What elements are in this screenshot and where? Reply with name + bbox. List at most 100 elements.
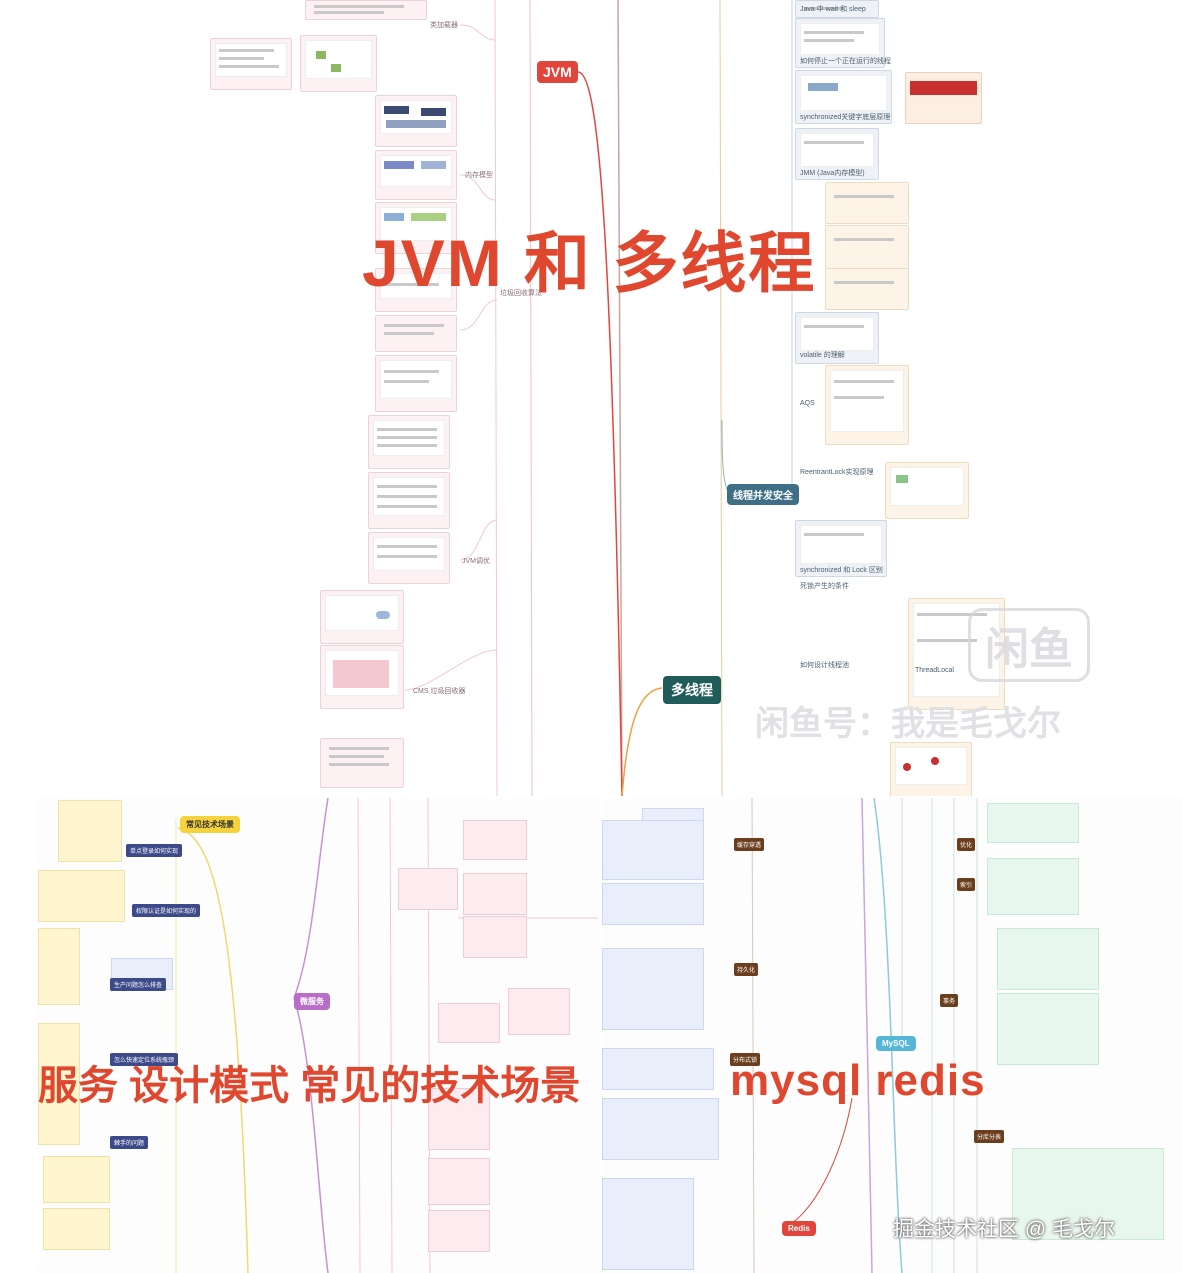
text-box	[997, 928, 1099, 990]
thumbnail	[795, 0, 879, 18]
text-box	[602, 1048, 714, 1090]
mysql-tag[interactable]: 事务	[940, 994, 959, 1007]
thumbnail	[890, 742, 972, 796]
thumbnail	[375, 95, 457, 147]
text-box	[602, 1178, 694, 1270]
thumbnail	[463, 916, 527, 958]
text-box	[987, 858, 1079, 915]
right-item-label: ReentrantLock实现原理	[800, 469, 874, 476]
thumbnail	[825, 365, 909, 445]
thumbnail	[320, 645, 404, 709]
thumbnail	[368, 415, 450, 469]
right-item-label: 死锁产生的条件	[800, 583, 849, 590]
right-item-label: JMM (Java内存模型)	[800, 170, 865, 177]
scenario-button[interactable]: 权限认证是如何实现的	[132, 904, 201, 917]
service-node[interactable]: 微服务	[294, 993, 330, 1010]
redis-node[interactable]: Redis	[782, 1221, 816, 1236]
text-box	[602, 883, 704, 925]
thumbnail	[38, 928, 80, 1005]
thumbnail	[795, 128, 879, 180]
mysql-tag[interactable]: 索引	[957, 878, 976, 891]
right-item-label: 如何设计线程池	[800, 662, 849, 669]
redis-tag[interactable]: 分布式锁	[730, 1053, 761, 1066]
text-box	[602, 820, 704, 880]
redis-tag[interactable]: 缓存穿透	[734, 838, 765, 851]
thumbnail	[438, 1003, 500, 1043]
thumbnail	[795, 520, 887, 577]
redis-tag[interactable]: 持久化	[734, 963, 759, 976]
mysql-tag[interactable]: 分库分表	[974, 1130, 1005, 1143]
left-item-label: 类加载器	[430, 22, 458, 29]
scenario-button[interactable]: 单点登录如何实现	[126, 844, 183, 857]
overlay-title: JVM 和 多线程	[362, 226, 817, 300]
scenario-button[interactable]: 生产问题怎么排查	[110, 978, 167, 991]
thumbnail	[825, 182, 909, 224]
left-item-label: CMS 垃圾回收器	[413, 688, 466, 695]
thumbnail	[368, 532, 450, 584]
scenario-button[interactable]: 怎么快速定位系统瓶颈	[110, 1053, 179, 1066]
text-box	[602, 1098, 719, 1160]
thumbnail	[375, 150, 457, 200]
tech-scenarios-node[interactable]: 常见技术场景	[180, 816, 240, 833]
watermark-id: 闲鱼号：我是毛戈尔	[755, 705, 1061, 743]
thumbnail	[463, 820, 527, 860]
right-item-label: ThreadLocal	[915, 667, 954, 674]
right-item-label: Java 中 wait 和 sleep	[800, 6, 866, 13]
thumbnail	[58, 800, 122, 862]
right-item-label: 如何停止一个正在运行的线程	[800, 58, 891, 65]
watermark-logo: 闲鱼	[968, 608, 1090, 682]
thumbnail	[210, 38, 292, 90]
thumbnail	[300, 35, 377, 92]
thumbnail	[320, 590, 404, 644]
thumbnail	[825, 268, 909, 310]
multithread-node[interactable]: 多线程	[663, 676, 721, 704]
thumbnail	[43, 1208, 110, 1250]
thumbnail	[905, 72, 982, 124]
thumbnail	[38, 870, 125, 922]
thumbnail	[375, 202, 457, 254]
mysql-node[interactable]: MySQL	[876, 1036, 916, 1051]
thumbnail	[825, 225, 909, 269]
left-item-label: JVM调优	[462, 558, 490, 565]
mysql-redis-mindmap: 缓存穿透 持久化 分布式锁 优化 索引 事务 分库分表 MySQL Redis …	[602, 798, 1183, 1273]
footer-watermark: 掘金技术社区 @ 毛戈尔	[893, 1218, 1115, 1241]
services-patterns-mindmap: 单点登录如何实现 权限认证是如何实现的 生产问题怎么排查 怎么快速定位系统瓶颈 …	[38, 798, 600, 1273]
concurrency-node[interactable]: 线程并发安全	[727, 484, 799, 505]
thumbnail	[795, 70, 892, 124]
scenario-button[interactable]: 棘手的问题	[110, 1136, 149, 1149]
thumbnail	[463, 873, 527, 915]
thumbnail	[795, 312, 879, 364]
text-box	[1012, 1148, 1164, 1240]
thumbnail	[508, 988, 570, 1035]
thumbnail	[885, 462, 969, 519]
thumbnail	[368, 472, 450, 529]
text-box	[602, 948, 704, 1030]
thumbnail	[398, 868, 458, 910]
thumbnail	[375, 355, 457, 412]
thumbnail	[43, 1156, 110, 1203]
thumbnail	[428, 1210, 490, 1252]
right-item-label: synchronized 和 Lock 区别	[800, 567, 883, 574]
overlay-title: 服务 设计模式 常见的技术场景	[38, 1064, 581, 1108]
left-item-label: 垃圾回收算法	[500, 290, 542, 297]
thumbnail	[428, 1158, 490, 1205]
right-item-label: AQS	[800, 400, 815, 407]
thumbnail	[375, 268, 457, 312]
right-item-label: synchronized关键字底层原理	[800, 114, 891, 121]
jvm-node[interactable]: JVM	[537, 61, 578, 83]
jvm-multithread-mindmap: 类加载器 内存模型 垃圾回收算法 JVM调优 CMS 垃圾回收器 Java 中 …	[210, 0, 1090, 796]
overlay-title: mysql redis	[730, 1056, 986, 1105]
thumbnail	[305, 0, 427, 20]
text-box	[997, 993, 1099, 1065]
thumbnail	[320, 738, 404, 788]
text-box	[987, 803, 1079, 843]
mindmap-links	[751, 798, 978, 1273]
right-item-label: volatile 的理解	[800, 352, 845, 359]
thumbnail	[428, 1088, 490, 1150]
thumbnail	[795, 18, 885, 68]
thumbnail	[375, 315, 457, 352]
mindmap-links	[404, 0, 793, 796]
mysql-tag[interactable]: 优化	[957, 838, 976, 851]
left-item-label: 内存模型	[465, 172, 493, 179]
thumbnail	[38, 1023, 80, 1145]
